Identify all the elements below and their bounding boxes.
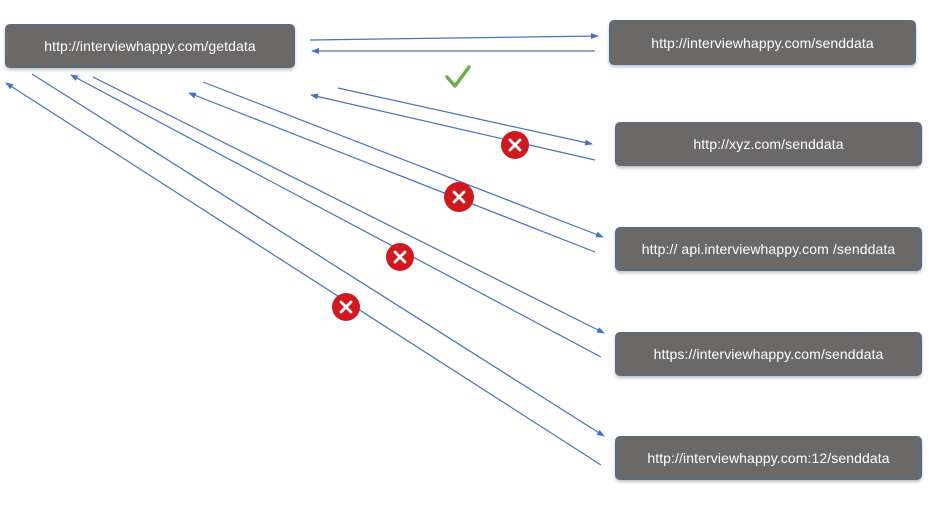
target-endpoint-box: http://interviewhappy.com/senddata (609, 20, 916, 65)
response-arrow (188, 92, 596, 253)
target-endpoint-box: https://interviewhappy.com/senddata (615, 332, 922, 376)
target-endpoint-label: http://xyz.com/senddata (693, 136, 844, 152)
request-arrow (337, 87, 593, 146)
source-endpoint-box: http://interviewhappy.com/getdata (5, 24, 295, 68)
request-arrow (202, 81, 604, 238)
target-endpoint-box: http://xyz.com/senddata (615, 122, 922, 166)
target-endpoint-box: http://interviewhappy.com:12/senddata (615, 436, 922, 480)
target-endpoint-label: http://interviewhappy.com/senddata (651, 34, 874, 51)
target-endpoint-label: http://interviewhappy.com:12/senddata (647, 450, 890, 466)
target-endpoint-box: http:// api.interviewhappy.com /senddata (615, 227, 922, 271)
cross-icon (332, 293, 360, 321)
check-icon (445, 65, 471, 88)
target-endpoint-label: https://interviewhappy.com/senddata (653, 346, 884, 362)
response-arrow (310, 93, 596, 161)
request-arrow (31, 73, 605, 437)
response-arrow (70, 74, 602, 358)
target-endpoint-label: http:// api.interviewhappy.com /senddata (641, 241, 896, 257)
source-endpoint-label: http://interviewhappy.com/getdata (44, 38, 256, 54)
response-arrow (5, 82, 602, 466)
cross-icon (501, 131, 529, 159)
request-arrow (309, 33, 599, 41)
cross-icon (444, 182, 474, 212)
request-arrow (92, 76, 605, 334)
cross-icon (386, 243, 414, 271)
